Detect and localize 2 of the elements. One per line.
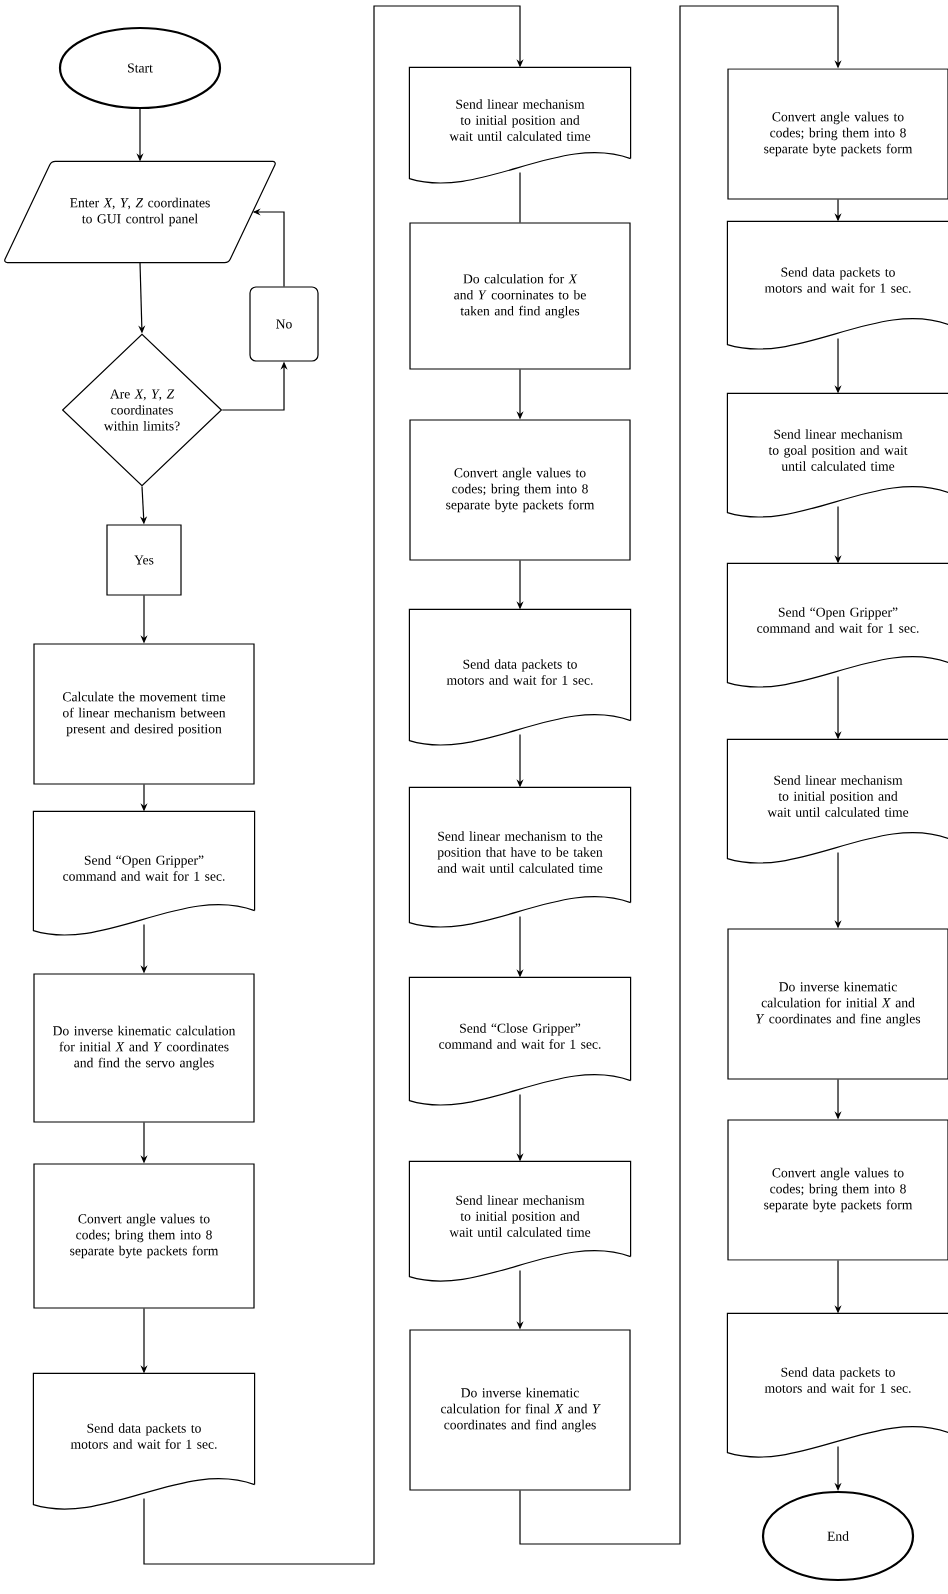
- arrow: [519, 5, 842, 1545]
- arrow: [143, 5, 524, 1565]
